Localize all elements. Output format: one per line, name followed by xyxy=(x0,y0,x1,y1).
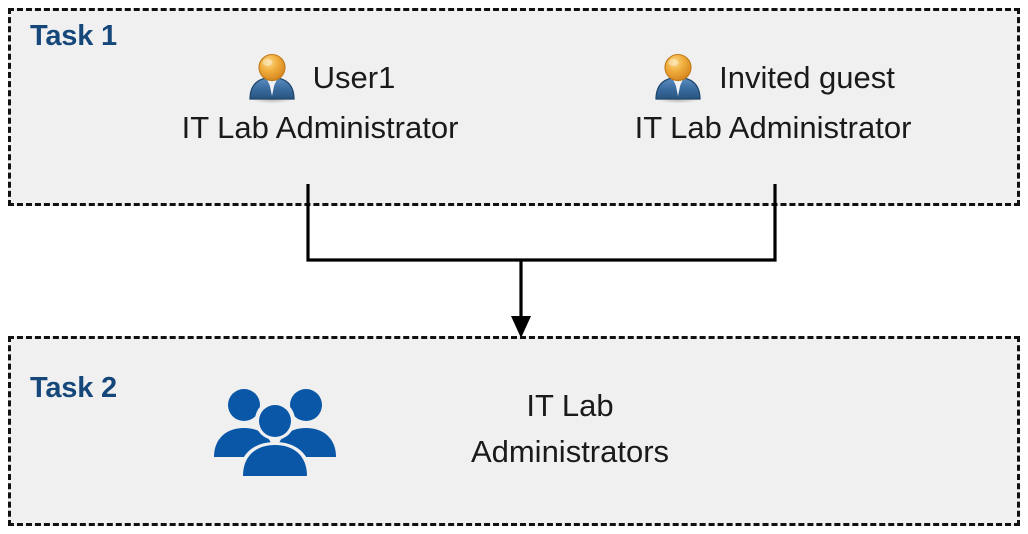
invited-guest-name: Invited guest xyxy=(719,60,895,95)
person-icon xyxy=(651,52,705,104)
task-1-container xyxy=(8,8,1020,206)
group-name-line-1: IT Lab xyxy=(526,388,614,423)
user-entry-invited-guest: Invited guest IT Lab Administrator xyxy=(583,52,963,152)
arrowhead-icon xyxy=(511,316,531,338)
user1-role: IT Lab Administrator xyxy=(181,110,459,145)
invited-guest-role: IT Lab Administrator xyxy=(634,110,912,145)
group-name-line-2: Administrators xyxy=(470,434,670,469)
group-name-label: IT Lab Administrators xyxy=(380,383,760,475)
invited-guest-name-row: Invited guest xyxy=(583,52,963,104)
user-entry-user1: User1 IT Lab Administrator xyxy=(130,52,510,152)
task-2-container xyxy=(8,336,1020,526)
task-1-label: Task 1 xyxy=(30,20,117,52)
person-icon xyxy=(245,52,299,104)
user1-name: User1 xyxy=(312,60,396,95)
people-group-icon xyxy=(213,385,337,477)
user1-name-row: User1 xyxy=(130,52,510,104)
task-2-label: Task 2 xyxy=(30,372,117,404)
